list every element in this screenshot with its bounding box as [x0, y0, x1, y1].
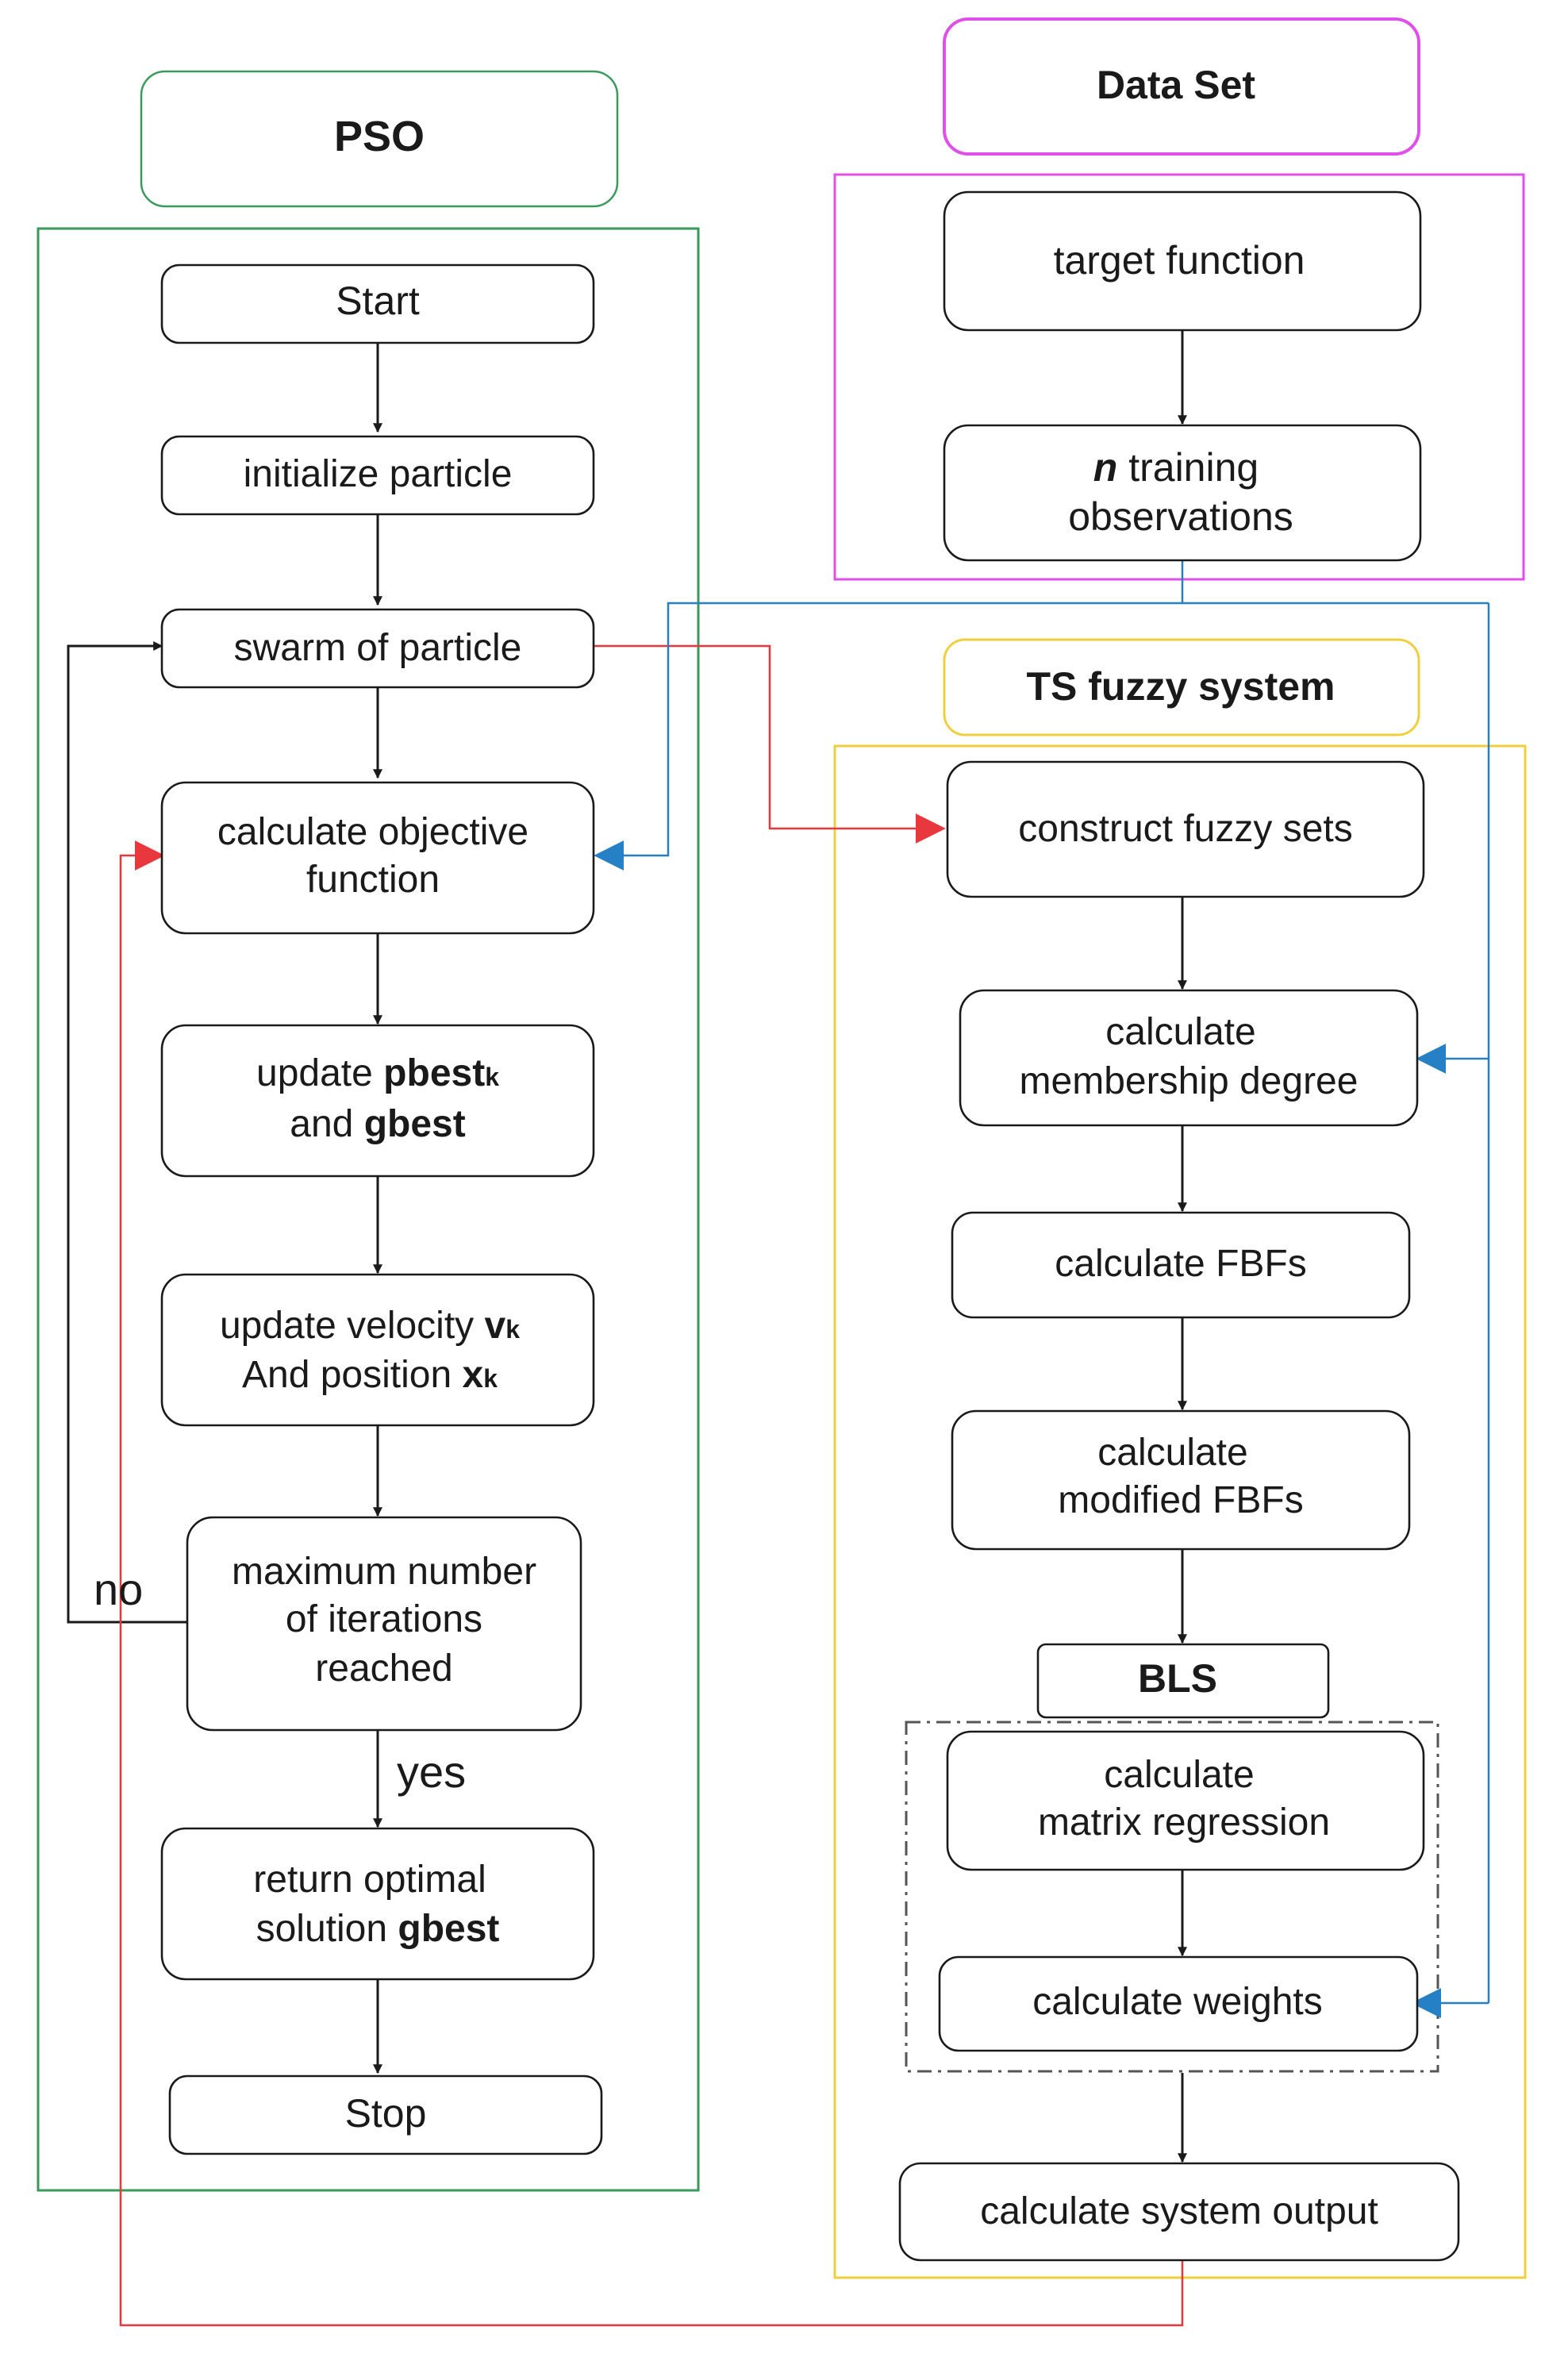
red-arrow-swarm-construct: [594, 644, 946, 844]
x-subscript: k: [483, 1364, 498, 1393]
return-optimal-line2: solution gbest: [256, 1908, 500, 1950]
stop-box: [168, 2074, 603, 2155]
swarm-label: swarm of particle: [234, 627, 522, 669]
modified-fbfs-box: [951, 1409, 1411, 1551]
ts-container: [833, 744, 1527, 2279]
x-symbol: x: [463, 1354, 484, 1396]
objective-box: [160, 781, 595, 935]
update-best-box: [160, 1024, 595, 1178]
bls-group-border: [905, 1721, 1439, 2073]
matrix-line1: calculate: [1104, 1754, 1254, 1796]
max-iterations-box: [186, 1516, 582, 1732]
return-optimal-box: [160, 1827, 595, 1981]
pso-header: [140, 70, 619, 208]
fbfs-label: calculate FBFs: [1055, 1243, 1306, 1285]
pso-container: [37, 227, 700, 2192]
max-iterations-line3: reached: [315, 1648, 452, 1690]
swarm-box: [160, 608, 595, 689]
system-output-box: [898, 2162, 1460, 2262]
dataset-title: Data Set: [1097, 63, 1255, 107]
v-symbol: v: [485, 1305, 506, 1347]
objective-label-line2: function: [306, 859, 440, 901]
modified-line1: calculate: [1097, 1432, 1247, 1474]
construct-fuzzy-sets-label: construct fuzzy sets: [1018, 808, 1352, 850]
start-label: Start: [336, 279, 420, 323]
update-velocity-box: [160, 1273, 595, 1427]
no-label: no: [94, 1564, 143, 1614]
and-position-text: And position: [242, 1354, 463, 1396]
pbest-subscript: k: [485, 1063, 499, 1091]
solution-text: solution: [256, 1908, 398, 1950]
fbfs-box: [951, 1211, 1411, 1319]
membership-line2: membership degree: [1020, 1060, 1359, 1102]
objective-label-line1: calculate objective: [217, 811, 528, 853]
matrix-line2: matrix regression: [1038, 1801, 1330, 1844]
max-iterations-line1: maximum number: [232, 1551, 536, 1593]
dataset-header: [943, 17, 1420, 156]
training-text: training: [1117, 445, 1259, 490]
matrix-regression-box: [946, 1730, 1425, 1871]
start-box: [160, 263, 595, 344]
ts-title: TS fuzzy system: [1026, 664, 1335, 709]
update-best-label-line2: and gbest: [290, 1103, 465, 1145]
membership-line1: calculate: [1105, 1011, 1255, 1053]
gbest-symbol: gbest: [364, 1103, 466, 1145]
yes-label: yes: [397, 1747, 466, 1797]
update-best-text: update: [256, 1052, 383, 1094]
and-text: and: [290, 1103, 363, 1145]
blue-arrow-training-objective: [594, 560, 1184, 871]
bls-box: [1036, 1643, 1330, 1719]
weights-box: [938, 1955, 1419, 2052]
arrow-no-loop: [67, 641, 187, 1624]
weights-label: calculate weights: [1032, 1981, 1323, 2023]
training-observations-box: [943, 424, 1422, 562]
pso-title: PSO: [334, 113, 425, 160]
update-velocity-label-line1: update velocity vk: [220, 1305, 520, 1347]
training-line1: n training: [1093, 445, 1259, 490]
training-line2: observations: [1068, 494, 1293, 539]
v-subscript: k: [505, 1315, 520, 1344]
update-velocity-label-line2: And position xk: [242, 1354, 498, 1396]
initialize-particle-label: initialize particle: [244, 453, 513, 495]
construct-fuzzy-sets-box: [946, 760, 1425, 898]
modified-line2: modified FBFs: [1058, 1479, 1303, 1521]
membership-degree-box: [959, 989, 1419, 1127]
bls-label: BLS: [1138, 1656, 1217, 1701]
return-optimal-line1: return optimal: [253, 1859, 486, 1901]
system-output-label: calculate system output: [980, 2190, 1378, 2232]
update-velocity-text: update velocity: [220, 1305, 485, 1347]
update-best-label-line1: update pbestk: [256, 1052, 499, 1094]
gbest-result-symbol: gbest: [398, 1908, 499, 1950]
n-symbol: n: [1093, 445, 1118, 490]
dataset-container: [833, 173, 1525, 581]
max-iterations-line2: of iterations: [286, 1598, 482, 1640]
target-function-box: [943, 190, 1422, 332]
stop-label: Stop: [345, 2091, 427, 2136]
pbest-symbol: pbest: [383, 1052, 485, 1094]
initialize-particle-box: [160, 435, 595, 516]
red-arrow-output-objective: [119, 840, 1184, 2327]
ts-header: [943, 638, 1420, 736]
target-function-label: target function: [1054, 238, 1305, 283]
